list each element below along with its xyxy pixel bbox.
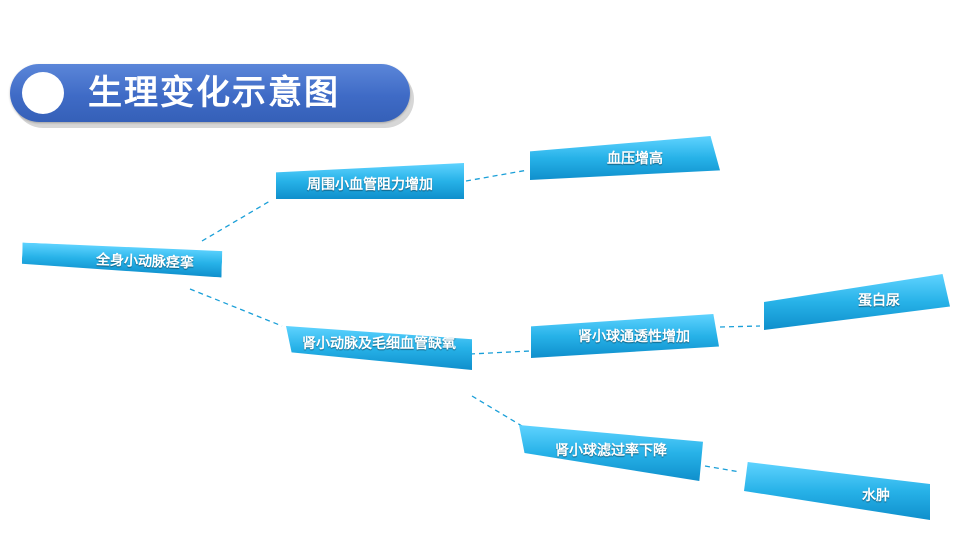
page-title: 生理变化示意图 [88,73,340,113]
node-label: 全身小动脉痉挛 [95,252,195,272]
connector-renal-permeability [469,350,531,355]
node-label: 水肿 [862,488,890,504]
node-label: 蛋白尿 [858,293,900,309]
title-bar: 生理变化示意图 [10,64,410,122]
connector-gfr-edema [704,465,741,473]
node-label: 肾小球滤过率下降 [555,443,667,459]
connector-root-resistance [201,200,271,242]
connector-renal-gfr [471,395,523,427]
connector-resistance-bp [465,169,529,182]
title-circle-icon [22,72,64,114]
node-label: 肾小球通透性增加 [578,329,690,345]
node-label: 血压增高 [607,151,663,167]
node-label: 周围小血管阻力增加 [307,177,433,193]
connector-permeability-proteinuria [719,325,761,328]
title-banner: 生理变化示意图 [10,64,414,128]
connector-root-renal [189,288,283,327]
node-label: 肾小动脉及毛细血管缺氧 [302,336,456,352]
